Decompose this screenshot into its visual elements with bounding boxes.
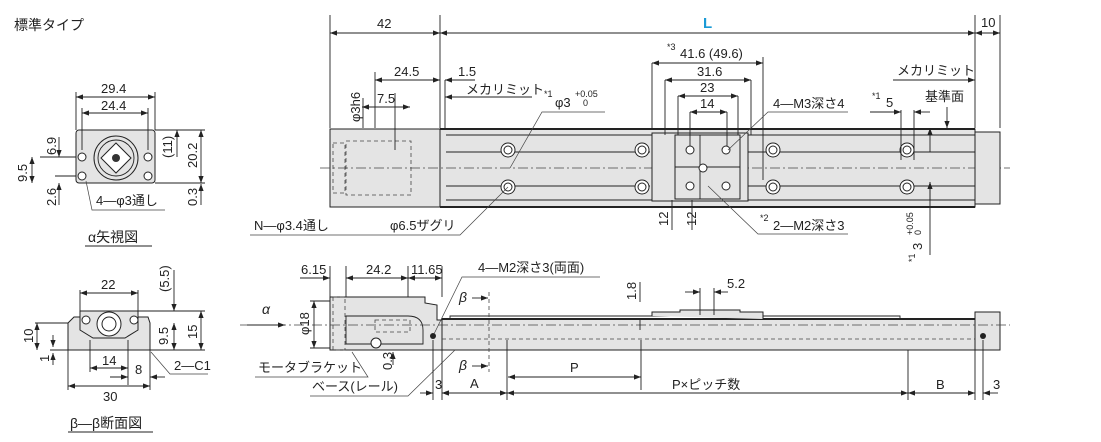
note1-mark-c: *1 (907, 253, 917, 262)
dim-24-4: 24.4 (101, 98, 126, 113)
page-title: 標準タイプ (14, 17, 84, 33)
m2-both-sides-label: 4—M2深さ3(両面) (478, 260, 584, 275)
end-cap-side (974, 311, 1001, 351)
m2-thread-label: 2—M2深さ3 (773, 218, 845, 233)
base-rail-label: ベース(レール) (312, 379, 398, 394)
chamfer-label: 2—C1 (174, 358, 211, 373)
dim-pitch-count: P×ピッチ数 (672, 377, 740, 392)
hole-through-label: N—φ3.4通し (254, 218, 329, 233)
end-cap-top (974, 131, 1001, 205)
dim-22: 22 (101, 277, 115, 292)
dim-1-5: 1.5 (458, 64, 476, 79)
dim-42: 42 (377, 16, 391, 31)
dim-1-8: 1.8 (624, 282, 639, 300)
phi3-tol-plus: +0.05 (575, 89, 598, 99)
dim-29-4: 29.4 (101, 81, 126, 96)
counterbore-label: φ6.5ザグリ (390, 218, 456, 233)
dim-0-3: 0.3 (185, 188, 200, 206)
dim-3-vertical: 3 (910, 243, 925, 250)
dim-10-section: 10 (21, 329, 36, 343)
dim-8-section: 8 (135, 362, 142, 377)
dim-14-section: 14 (102, 353, 116, 368)
mecha-limit-left-label: メカリミット (466, 82, 544, 97)
dim-6-9: 6.9 (44, 137, 59, 155)
note1-mark-b: *1 (872, 91, 881, 101)
dim-5-2: 5.2 (727, 276, 745, 291)
motor-bracket-side (329, 296, 443, 351)
alpha-view-caption: α矢視図 (88, 229, 138, 245)
dim-phi18: φ18 (297, 312, 312, 335)
dim-24-5: 24.5 (394, 64, 419, 79)
dim-10: 10 (981, 15, 995, 30)
beta-bottom-label: β (458, 357, 467, 373)
dim-7-5: 7.5 (377, 91, 395, 106)
reference-surface-label: 基準面 (925, 89, 964, 104)
top-view: 42 L 10 24.5 1.5 メカリミット φ3h6 7.5 *1 φ3 +… (250, 15, 1010, 262)
dim-B: B (936, 377, 945, 392)
dim-12b: 12 (684, 212, 699, 226)
section-view: 22 (5.5) 15 9.5 10 1 14 8 2—C1 30 β—β断面図 (21, 265, 211, 433)
note3-mark: *3 (667, 42, 676, 52)
note1-mark: *1 (544, 89, 553, 99)
through-holes-label: 4—φ3通し (96, 193, 158, 208)
dim-31-6: 31.6 (697, 64, 722, 79)
dim-41-6: 41.6 (49.6) (680, 46, 743, 61)
dim-9-5-section: 9.5 (156, 327, 171, 345)
dim-3-tol-plus: +0.05 (905, 212, 915, 235)
m3-thread-label: 4—M3深さ4 (773, 96, 845, 111)
dim-15: 15 (185, 325, 200, 339)
dim-5: 5 (886, 95, 893, 110)
dim-12a: 12 (656, 212, 671, 226)
side-view: 6.15 24.2 11.65 4—M2深さ3(両面) α φ18 0.3 モー… (240, 260, 1010, 400)
dim-23: 23 (700, 80, 714, 95)
alpha-arrow-label: α (262, 301, 271, 317)
dim-5-5: (5.5) (157, 265, 172, 292)
note2-mark: *2 (760, 213, 769, 223)
dim-20-2: 20.2 (185, 143, 200, 168)
dim-14: 14 (700, 96, 714, 111)
dim-A: A (470, 376, 479, 391)
dim-3-tol-zero: 0 (913, 230, 923, 235)
dim-6-15: 6.15 (301, 262, 326, 277)
beta-top-label: β (458, 289, 467, 305)
dim-11-65: 11.65 (411, 262, 443, 277)
phi3-label: φ3 (555, 95, 571, 110)
motor-bracket-top (329, 128, 441, 208)
dim-2-6: 2.6 (44, 188, 59, 206)
dim-24-2: 24.2 (366, 262, 391, 277)
mecha-limit-right-label: メカリミット (897, 63, 975, 78)
rail-side (441, 318, 978, 351)
dim-P: P (570, 360, 579, 375)
dim-phi3h6: φ3h6 (348, 92, 363, 122)
dim-11: (11) (160, 136, 175, 158)
alpha-view: 29.4 24.4 (11) 20.2 6.9 9.5 2.6 0.3 4—φ3… (15, 81, 205, 247)
dim-3-left: 3 (435, 377, 442, 392)
dim-3-right: 3 (993, 377, 1000, 392)
phi3-tol-zero: 0 (583, 98, 588, 108)
dim-1-section: 1 (37, 355, 52, 362)
dim-9-5: 9.5 (15, 164, 30, 182)
dim-0-3-side: 0.3 (380, 352, 395, 370)
dim-L: L (703, 15, 712, 32)
section-view-caption: β—β断面図 (70, 415, 142, 431)
motor-bracket-label: モータブラケット (258, 360, 362, 375)
dim-30: 30 (103, 389, 117, 404)
